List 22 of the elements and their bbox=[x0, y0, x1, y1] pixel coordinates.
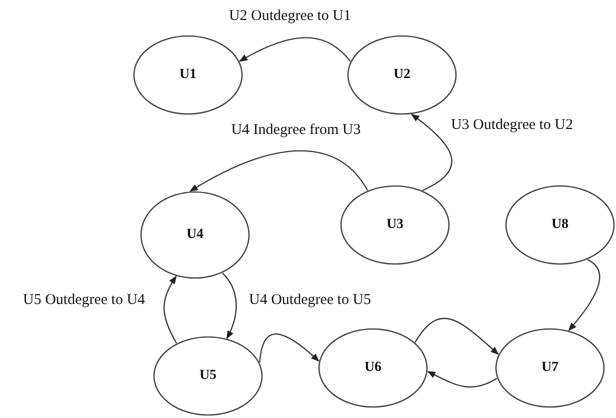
edge-label: U4 Outdegree to U5 bbox=[248, 292, 372, 309]
edge-label: U2 Outdegree to U1 bbox=[228, 8, 352, 25]
arrow bbox=[222, 272, 237, 340]
arrow bbox=[238, 37, 351, 62]
arrow bbox=[259, 334, 320, 362]
arrow bbox=[414, 318, 499, 355]
node-label: U7 bbox=[541, 360, 559, 376]
node-label: U4 bbox=[186, 227, 204, 243]
node-label: U8 bbox=[551, 217, 569, 233]
arrow bbox=[410, 114, 452, 191]
edge-label: U3 Outdegree to U2 bbox=[450, 117, 574, 134]
edge-label: U4 Indegree from U3 bbox=[230, 122, 362, 139]
arrow bbox=[164, 276, 178, 344]
edge-label: U5 Outdegree to U4 bbox=[22, 292, 146, 309]
node-label: U3 bbox=[386, 217, 404, 233]
node-label: U2 bbox=[393, 67, 411, 83]
arrow bbox=[568, 259, 600, 332]
arrow bbox=[427, 370, 498, 388]
node-label: U5 bbox=[199, 368, 217, 384]
node-label: U1 bbox=[179, 67, 197, 83]
node-label: U6 bbox=[364, 360, 382, 376]
arrow bbox=[189, 150, 368, 192]
